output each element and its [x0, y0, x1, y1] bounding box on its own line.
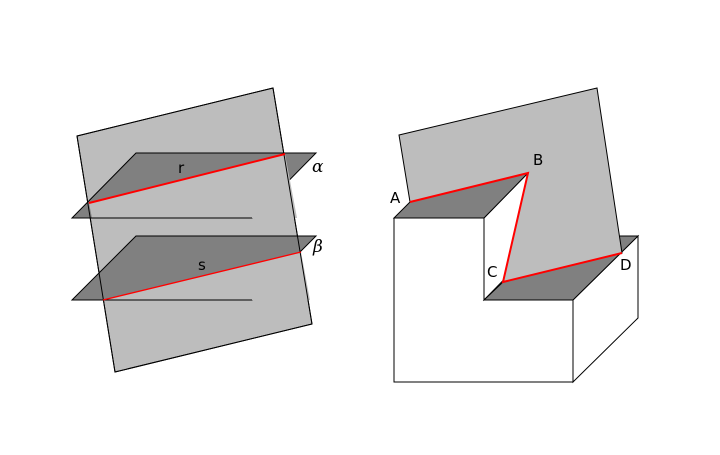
label-beta: β [312, 237, 323, 257]
section-line [409, 171, 623, 284]
label-s: s [198, 256, 206, 274]
label-r: r [178, 159, 185, 177]
right-figure: A B C D [390, 87, 640, 384]
label-alpha: α [312, 157, 324, 177]
cutting-plane-front-part [89, 154, 297, 218]
point-d-label: D [620, 256, 632, 274]
point-a-label: A [390, 189, 401, 207]
line-r [88, 153, 286, 204]
line-s [102, 251, 302, 301]
point-b-label: B [533, 151, 543, 169]
left-figure: r s α β [70, 87, 324, 373]
point-c-label: C [487, 263, 497, 281]
cutting-plane [76, 87, 313, 373]
